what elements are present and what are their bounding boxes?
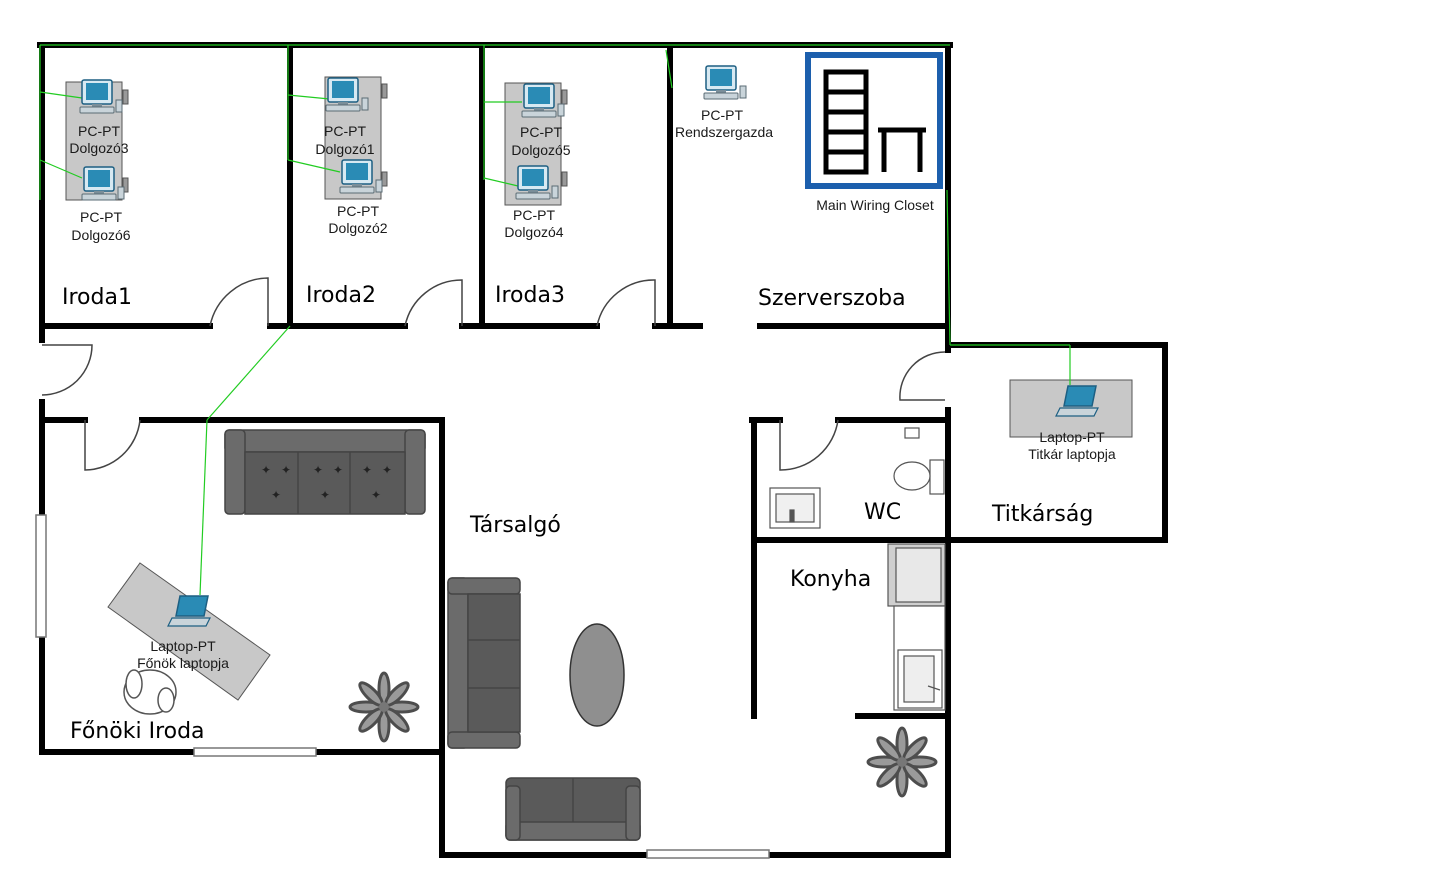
svg-text:✦: ✦: [382, 463, 392, 477]
pc-dolgozo1[interactable]: PC-PT Dolgozó1: [315, 77, 375, 157]
desks: [65, 76, 1133, 701]
svg-text:✦: ✦: [320, 488, 330, 502]
pc-type-label: PC-PT: [520, 124, 562, 140]
network-cables: [39, 44, 1071, 596]
pc-type-label: PC-PT: [80, 209, 122, 225]
desk-knobs: [122, 83, 568, 193]
laptop-name-label: Főnök laptopja: [137, 655, 229, 671]
pc-icon: [703, 65, 747, 100]
pc-type-label: PC-PT: [513, 207, 555, 223]
coffee-table: [569, 623, 625, 727]
main-wiring-closet[interactable]: Main Wiring Closet: [805, 52, 943, 213]
pc-name-label: Dolgozó4: [504, 224, 563, 240]
wiring-closet-label: Main Wiring Closet: [816, 197, 934, 213]
windows: [35, 514, 770, 859]
room-label-fonoki-iroda: Főnöki Iroda: [70, 719, 205, 744]
room-label-szerverszoba: Szerverszoba: [758, 286, 906, 311]
pc-type-label: PC-PT: [324, 123, 366, 139]
pc-type-label: PC-PT: [78, 123, 120, 139]
pc-dolgozo2[interactable]: PC-PT Dolgozó2: [328, 159, 388, 236]
rack-table-icon: [823, 69, 926, 175]
laptop-fonok[interactable]: Laptop-PT Főnök laptopja: [137, 595, 229, 671]
pc-name-label: Rendszergazda: [675, 124, 773, 140]
kitchen-fixtures: [887, 543, 946, 711]
pc-dolgozo6[interactable]: PC-PT Dolgozó6: [71, 166, 131, 243]
room-label-wc: WC: [864, 500, 901, 525]
laptop-type-label: Laptop-PT: [150, 638, 216, 654]
pc-name-label: Dolgozó6: [71, 227, 130, 243]
laptop-name-label: Titkár laptopja: [1028, 446, 1116, 462]
pc-name-label: Dolgozó3: [69, 140, 128, 156]
svg-text:✦: ✦: [261, 463, 271, 477]
office-chair: [123, 669, 177, 715]
svg-text:✦: ✦: [333, 463, 343, 477]
doors: [41, 277, 946, 471]
laptop-type-label: Laptop-PT: [1039, 429, 1105, 445]
pc-dolgozo3[interactable]: PC-PT Dolgozó3: [69, 79, 129, 156]
room-label-iroda3: Iroda3: [495, 283, 565, 308]
laptop-titkar[interactable]: Laptop-PT Titkár laptopja: [1028, 385, 1116, 462]
pc-name-label: Dolgozó5: [511, 142, 570, 158]
pc-name-label: Dolgozó1: [315, 141, 374, 157]
pc-type-label: PC-PT: [701, 107, 743, 123]
pc-name-label: Dolgozó2: [328, 220, 387, 236]
lounge-sofa-left: [447, 577, 521, 749]
room-label-tarsalgo: Társalgó: [469, 513, 561, 538]
svg-text:✦: ✦: [371, 488, 381, 502]
pc-type-label: PC-PT: [337, 203, 379, 219]
room-label-titkarsag: Titkárság: [991, 502, 1093, 527]
sofa: [224, 429, 426, 515]
wc-fixtures: [769, 427, 945, 529]
svg-text:✦: ✦: [281, 463, 291, 477]
room-label-iroda2: Iroda2: [306, 283, 376, 308]
pc-dolgozo5[interactable]: PC-PT Dolgozó5: [511, 83, 571, 158]
plant-icon: [866, 726, 938, 798]
sofa-tufts: ✦✦✦ ✦✦✦ ✦✦✦: [261, 463, 392, 502]
svg-text:✦: ✦: [271, 488, 281, 502]
svg-text:✦: ✦: [362, 463, 372, 477]
room-label-konyha: Konyha: [790, 567, 871, 592]
room-labels: Iroda1 Iroda2 Iroda3 Szerverszoba Társal…: [62, 283, 1093, 744]
room-label-iroda1: Iroda1: [62, 285, 132, 310]
svg-text:✦: ✦: [313, 463, 323, 477]
walls: [37, 42, 1168, 858]
plant-icon: [348, 671, 420, 743]
pc-rendszergazda[interactable]: PC-PT Rendszergazda: [675, 65, 773, 140]
pc-dolgozo4[interactable]: PC-PT Dolgozó4: [504, 165, 564, 240]
lounge-sofa-bottom: [505, 777, 641, 841]
